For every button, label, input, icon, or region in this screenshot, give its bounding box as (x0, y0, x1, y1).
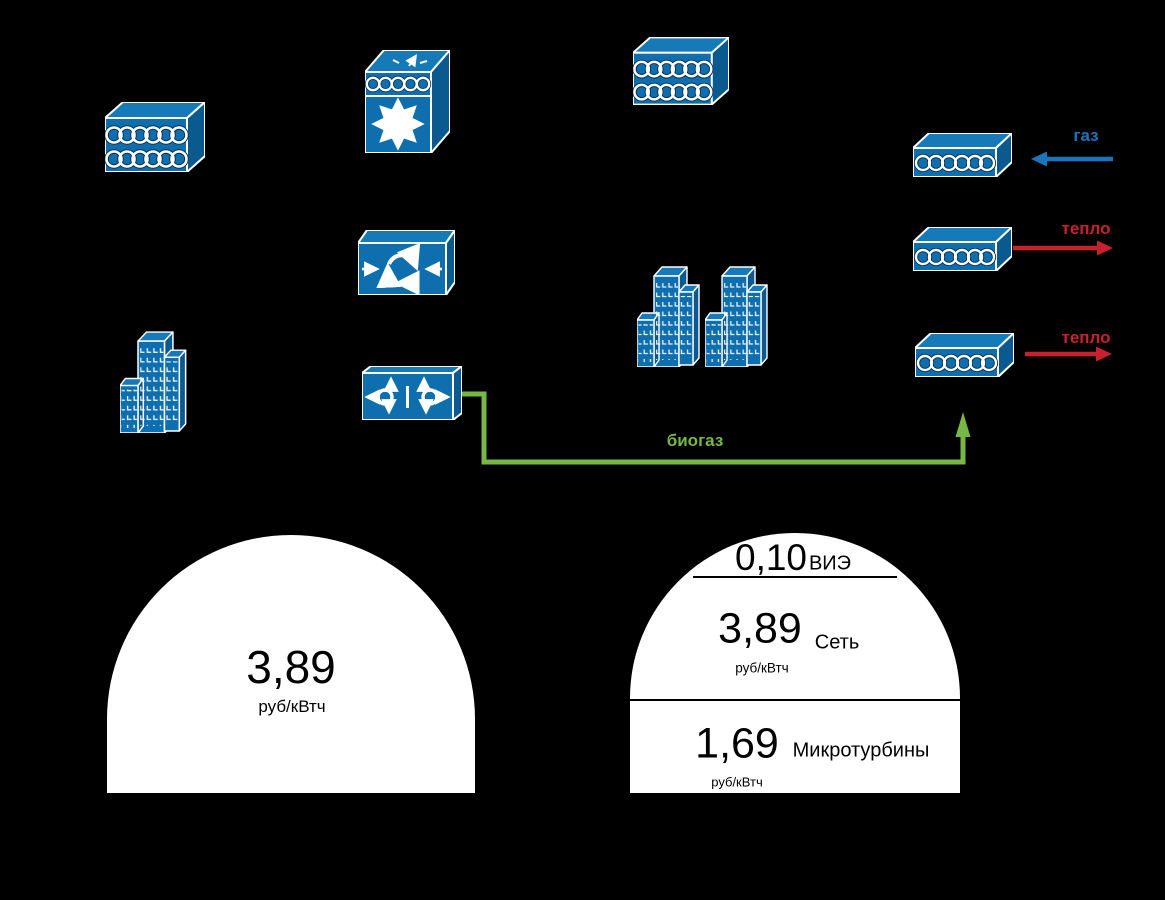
tariff-dome-breakdown: 0,10 ВИЭ 3,89 Сеть руб/кВтч 1,69 Микроту… (630, 533, 960, 793)
segment-label: Микротурбины (792, 739, 930, 762)
biogas-flow-arrow (462, 391, 971, 465)
coil-boiler-icon (913, 227, 1012, 271)
loop-transfer-box-icon (362, 366, 462, 420)
segment-unit: руб/кВтч (711, 774, 763, 790)
segment-unit: руб/кВтч (735, 660, 789, 676)
segment-value: 1,69 (695, 719, 779, 768)
coil-boiler-icon (915, 333, 1014, 377)
heat-flow-arrow-upper (1013, 240, 1113, 256)
loop-arrows-glyph (364, 376, 451, 415)
segment-label: ВИЭ (808, 552, 852, 575)
segment-divider (693, 576, 897, 578)
heat-flow-label-upper: тепло (1061, 219, 1111, 238)
heat-flow-arrow-lower (1025, 346, 1112, 362)
coil-boiler-icon (913, 133, 1012, 177)
city-buildings-icon (637, 266, 700, 367)
recycle-glyph (362, 242, 442, 295)
gas-flow-label: газ (1073, 126, 1099, 145)
tariff-value: 3,89 (246, 641, 336, 693)
coil-box-icon (633, 37, 729, 105)
city-buildings-icon (705, 266, 768, 367)
tariff-unit: руб/кВтч (258, 697, 326, 716)
city-buildings-icon (120, 331, 187, 433)
top-face-arrows (392, 54, 428, 68)
tariff-dome-total: 3,89 руб/кВтч (107, 535, 475, 793)
radial-sun-glyph (371, 97, 425, 151)
radial-hub-cube-icon (365, 50, 450, 153)
recycle-exchange-box-icon (358, 230, 455, 295)
segment-divider (630, 699, 960, 701)
coil-box-icon (105, 102, 205, 172)
biogas-flow-label: биогаз (666, 431, 724, 450)
segment-value: 3,89 (718, 604, 802, 653)
heat-flow-label-lower: тепло (1061, 328, 1111, 347)
gas-flow-arrow (1031, 151, 1113, 167)
segment-label: Сеть (814, 631, 860, 654)
segment-value: 0,10 (734, 537, 808, 578)
